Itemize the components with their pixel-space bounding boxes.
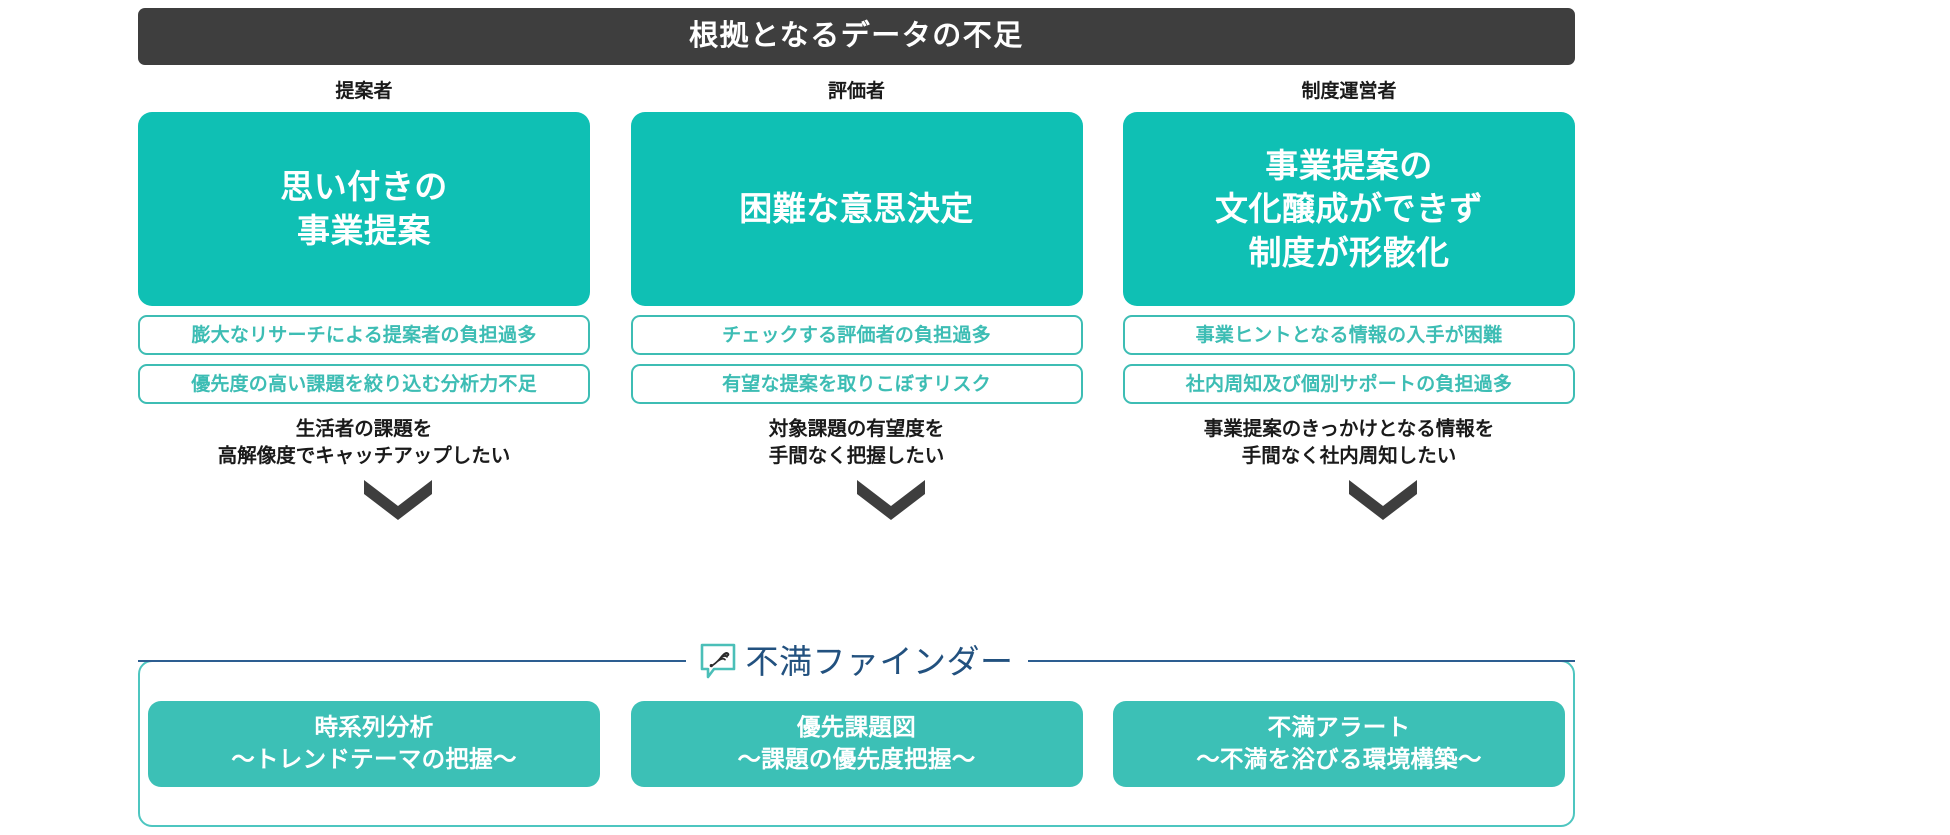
pain-point-item: 社内周知及び個別サポートの負担過多 (1123, 364, 1575, 404)
column-proposer: 提案者 思い付きの 事業提案 膨大なリサーチによる提案者の負担過多 優先度の高い… (138, 81, 590, 520)
pain-point-item: 有望な提案を取りこぼすリスク (630, 364, 1083, 404)
brand-center: 不満ファインダー (685, 642, 1028, 680)
problem-card: 事業提案の 文化醸成ができず 制度が形骸化 (1123, 112, 1575, 306)
product-card-priority-map[interactable]: 優先課題図 〜課題の優先度把握〜 (630, 700, 1083, 787)
pain-point-text: 優先度の高い課題を絞り込む分析力不足 (191, 373, 537, 395)
need-statement: 生活者の課題を 高解像度でキャッチアップしたい (217, 418, 511, 467)
column-role-label: 提案者 (335, 81, 393, 102)
pain-point-list: 膨大なリサーチによる提案者の負担過多 優先度の高い課題を絞り込む分析力不足 (138, 315, 590, 404)
brand-divider-right (1027, 660, 1575, 662)
brand-name: 不満ファインダー (745, 642, 1014, 680)
column-role-label: 制度運営者 (1301, 81, 1397, 102)
problem-card-text: 思い付きの 事業提案 (280, 168, 448, 249)
product-card-alert[interactable]: 不満アラート 〜不満を浴びる環境構築〜 (1113, 700, 1565, 787)
product-panel: 時系列分析 〜トレンドテーマの把握〜 優先課題図 〜課題の優先度把握〜 不満アラ… (138, 660, 1575, 827)
pain-point-text: チェックする評価者の負担過多 (722, 324, 991, 346)
column-role-label: 評価者 (827, 81, 885, 102)
pain-point-list: チェックする評価者の負担過多 有望な提案を取りこぼすリスク (630, 315, 1083, 404)
need-statement: 対象課題の有望度を 手間なく把握したい (768, 418, 945, 467)
pain-point-text: 有望な提案を取りこぼすリスク (722, 373, 991, 395)
product-card-timeseries[interactable]: 時系列分析 〜トレンドテーマの把握〜 (148, 700, 600, 787)
header-banner: 根拠となるデータの不足 (138, 8, 1575, 65)
product-card-text: 時系列分析 〜トレンドテーマの把握〜 (231, 714, 517, 772)
problem-card: 困難な意思決定 (630, 112, 1083, 306)
pain-point-item: チェックする評価者の負担過多 (630, 315, 1083, 355)
role-columns: 提案者 思い付きの 事業提案 膨大なリサーチによる提案者の負担過多 優先度の高い… (138, 81, 1575, 520)
pain-point-item: 膨大なリサーチによる提案者の負担過多 (138, 315, 590, 355)
pain-point-text: 社内周知及び個別サポートの負担過多 (1185, 373, 1513, 395)
pain-point-item: 事業ヒントとなる情報の入手が困難 (1123, 315, 1575, 355)
problem-card-text: 困難な意思決定 (739, 190, 974, 228)
pain-point-item: 優先度の高い課題を絞り込む分析力不足 (138, 364, 590, 404)
need-statement: 事業提案のきっかけとなる情報を 手間なく社内周知したい (1203, 418, 1495, 467)
column-evaluator: 評価者 困難な意思決定 チェックする評価者の負担過多 有望な提案を取りこぼすリス… (630, 81, 1083, 520)
problem-card-text: 事業提案の 文化醸成ができず 制度が形骸化 (1215, 146, 1483, 271)
problem-card: 思い付きの 事業提案 (138, 112, 590, 306)
speech-bubble-scribble-icon (700, 643, 736, 679)
pain-point-text: 事業ヒントとなる情報の入手が困難 (1195, 324, 1503, 346)
column-program-operator: 制度運営者 事業提案の 文化醸成ができず 制度が形骸化 事業ヒントとなる情報の入… (1123, 81, 1575, 520)
pain-point-list: 事業ヒントとなる情報の入手が困難 社内周知及び個別サポートの負担過多 (1123, 315, 1575, 404)
pain-point-text: 膨大なリサーチによる提案者の負担過多 (191, 324, 537, 346)
page-title: 根拠となるデータの不足 (689, 20, 1024, 52)
product-card-text: 優先課題図 〜課題の優先度把握〜 (737, 714, 976, 772)
brand-divider-left (138, 660, 686, 662)
brand-lockup: 不満ファインダー (138, 638, 1575, 684)
product-card-text: 不満アラート 〜不満を浴びる環境構築〜 (1196, 714, 1482, 772)
